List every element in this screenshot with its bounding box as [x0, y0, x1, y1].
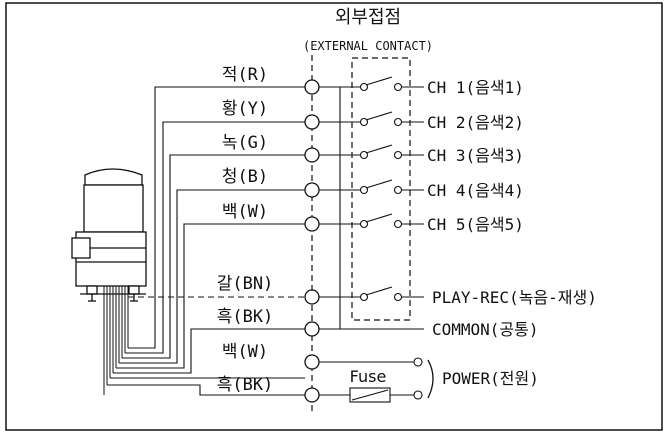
- frame: [5, 2, 663, 431]
- wires: [107, 86, 305, 396]
- switches: [319, 76, 424, 302]
- play-rec-label: PLAY-REC(녹음-재생): [432, 288, 597, 307]
- wire-label-brown: 갈(BN): [217, 274, 274, 294]
- wire-label-white: 백(W): [222, 202, 268, 222]
- channel-label-1: CH 1(음색1): [427, 78, 524, 97]
- channel-label-3: CH 3(음색3): [427, 146, 524, 165]
- power-wiring: [319, 357, 423, 403]
- device-icon: [71, 168, 147, 302]
- fuse-label: Fuse: [350, 367, 387, 386]
- wire-label-black: 흑(BK): [217, 307, 274, 327]
- title: 외부접점: [335, 7, 401, 28]
- wire-label-power-black: 흑(BK): [217, 375, 274, 395]
- wire-label-red: 적(R): [222, 65, 268, 85]
- wire-label-green: 녹(G): [222, 133, 268, 153]
- common-bus: [319, 87, 424, 330]
- subtitle: (EXTERNAL CONTACT): [303, 39, 433, 53]
- power-label: POWER(전원): [442, 369, 539, 388]
- channel-label-4: CH 4(음색4): [427, 181, 524, 200]
- wire-label-power-white: 백(W): [222, 342, 268, 362]
- cable-bundle: [103, 286, 129, 395]
- channel-label-2: CH 2(음색2): [427, 113, 524, 132]
- common-label: COMMON(공통): [432, 320, 539, 339]
- power-bracket: [427, 359, 434, 399]
- wire-label-blue: 청(B): [222, 167, 268, 187]
- wire-label-yellow: 황(Y): [222, 99, 268, 119]
- channel-label-5: CH 5(음색5): [427, 215, 524, 234]
